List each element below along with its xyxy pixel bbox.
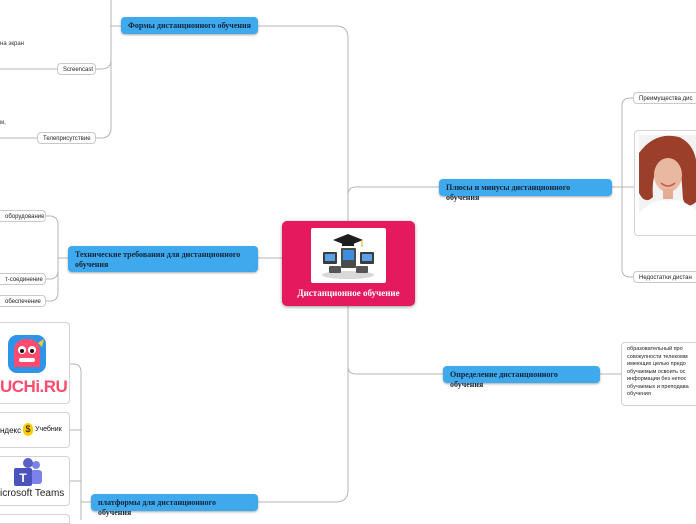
uchi-ru-logo xyxy=(8,335,46,373)
branch-platforms[interactable]: платформы для дистанционного обучения xyxy=(91,494,258,517)
text-fragment-screen: на экран xyxy=(0,41,24,47)
platform-uchi-ru[interactable]: UCHi.RU xyxy=(0,322,70,404)
branch-forms[interactable]: Формы дистанционного обучения xyxy=(121,17,258,34)
leaf-software[interactable]: обеспечение xyxy=(0,295,46,307)
platform-microsoft-teams[interactable]: T icrosoft Teams xyxy=(0,456,70,506)
teams-label: icrosoft Teams xyxy=(0,488,65,499)
definition-text: образовательный про совокупности телеком… xyxy=(621,342,696,406)
leaf-connection[interactable]: т-соединение xyxy=(0,273,46,285)
platform-yandex-uchebnik[interactable]: ндекс $ Учебник xyxy=(0,412,70,448)
leaf-telepresence[interactable]: Телеприсутствие xyxy=(37,132,96,144)
svg-text:T: T xyxy=(19,471,27,485)
uchebnik-label: Учебник xyxy=(35,426,62,433)
branch-pros-cons[interactable]: Плюсы и минусы дистанционного обучения xyxy=(439,179,612,202)
leaf-disadvantages[interactable]: Недостатки дистан xyxy=(633,271,696,283)
central-title: Дистанционное обучение xyxy=(297,288,400,298)
leaf-screencast[interactable]: Screencast xyxy=(57,63,96,75)
uchi-ru-label: UCHi.RU xyxy=(0,377,68,396)
yandex-coin-icon: $ xyxy=(23,423,33,436)
graduation-computers-icon xyxy=(311,228,386,283)
text-fragment-comma: м, xyxy=(0,120,6,126)
woman-photo-icon xyxy=(639,135,696,233)
leaf-advantages[interactable]: Преимущества дис xyxy=(633,92,696,104)
platform-card-partial[interactable] xyxy=(0,514,70,524)
yandex-label: ндекс xyxy=(0,426,22,435)
branch-tech-requirements[interactable]: Технические требования для дистанционног… xyxy=(68,246,258,272)
teams-icon: T xyxy=(14,458,42,486)
branch-definition[interactable]: Определение дистанционного обучения xyxy=(443,366,600,389)
leaf-equipment[interactable]: оборудование xyxy=(0,210,46,222)
photo-card xyxy=(634,130,696,236)
central-node[interactable]: Дистанционное обучение xyxy=(282,221,415,306)
